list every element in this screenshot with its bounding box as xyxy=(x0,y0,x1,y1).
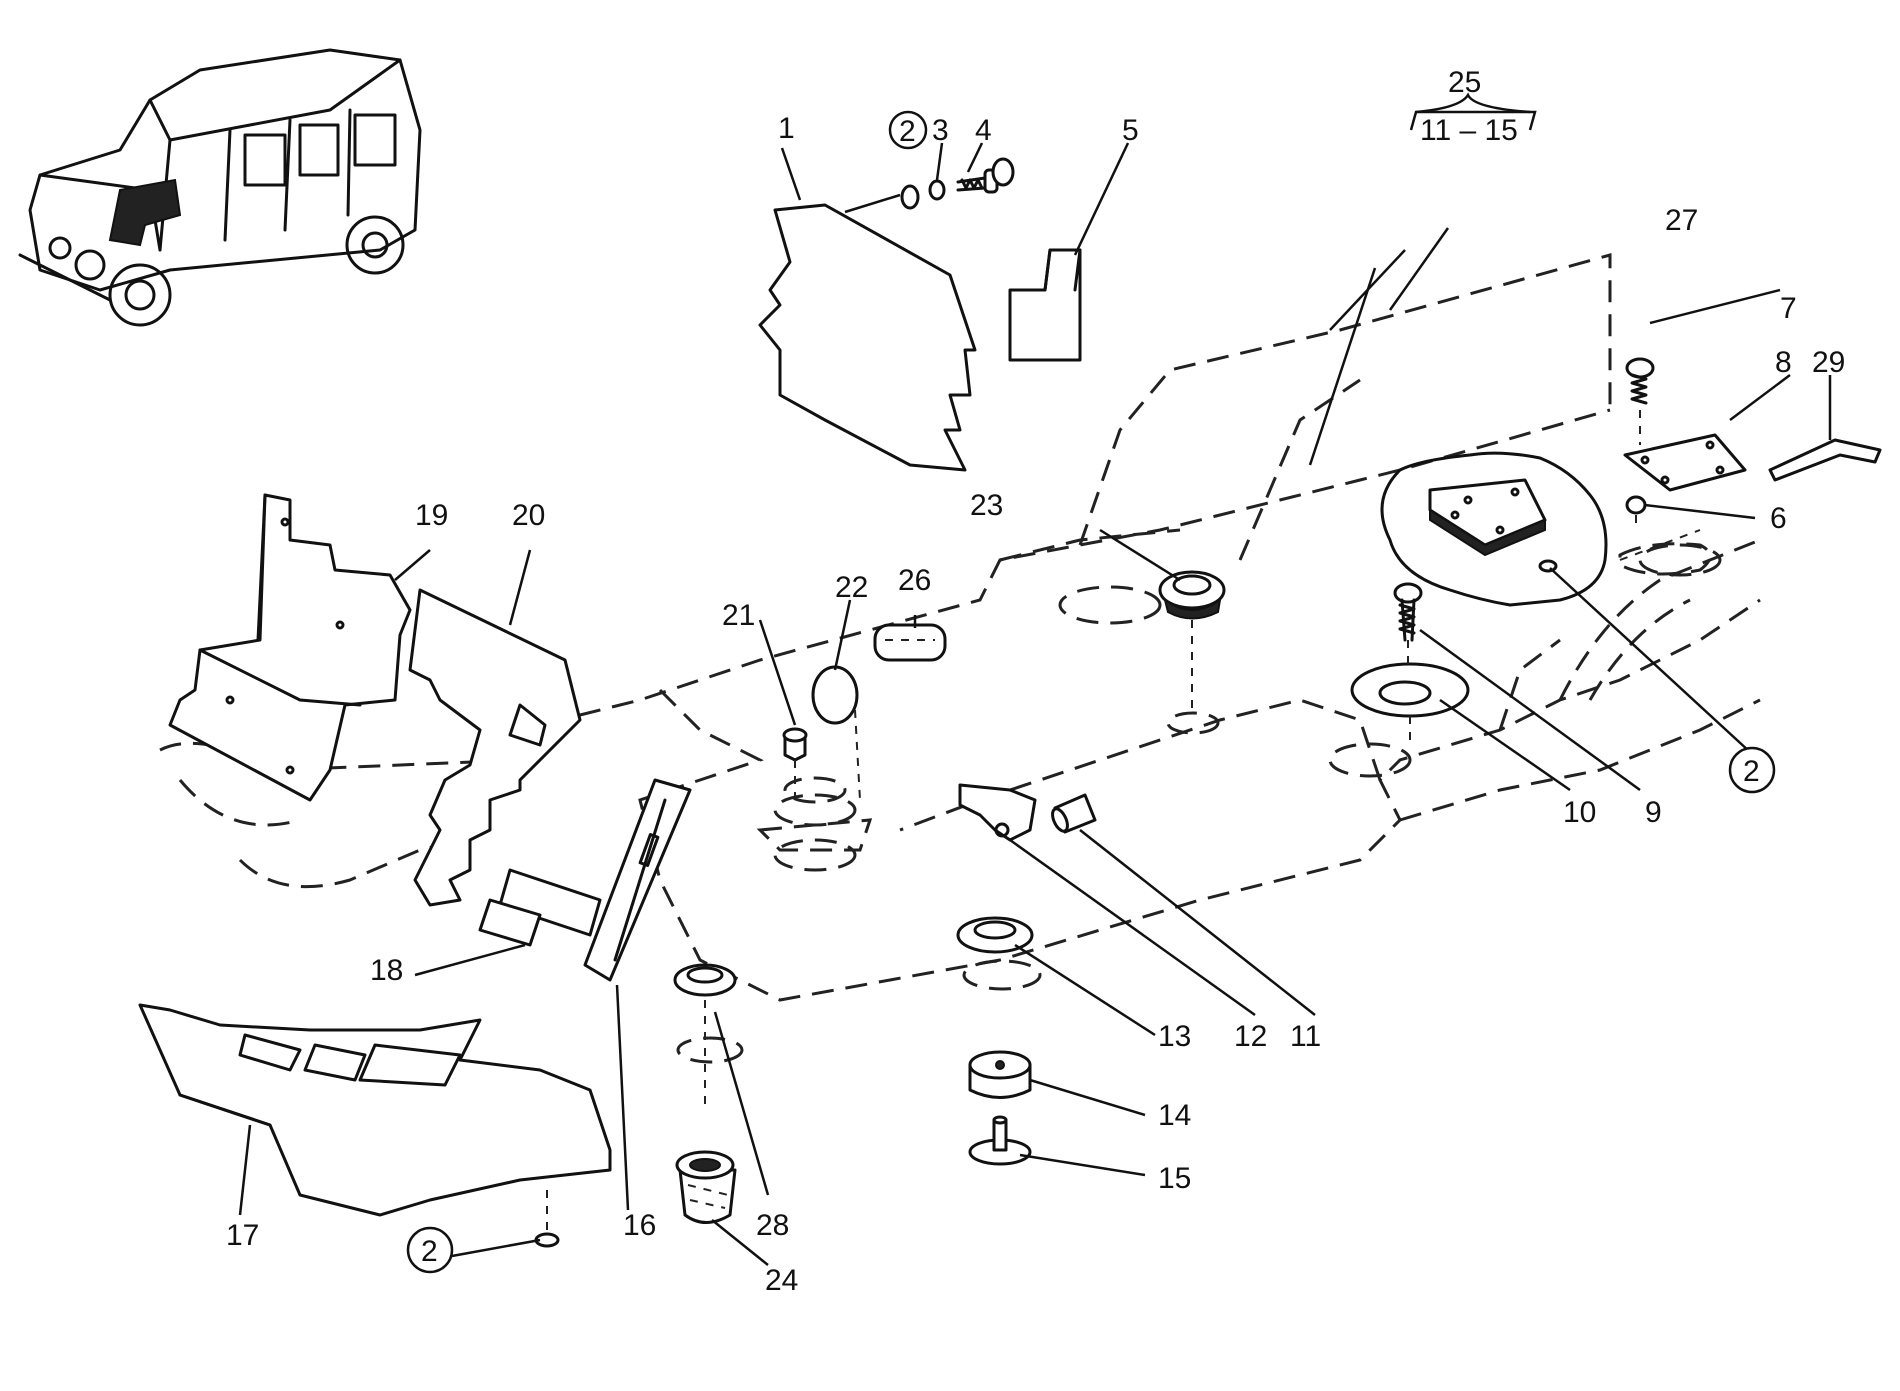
vehicle-thumbnail xyxy=(18,48,422,327)
label-11: 11 xyxy=(1290,1020,1321,1053)
part-2-washer-lower xyxy=(534,1190,560,1248)
part-16-strip xyxy=(583,778,692,982)
label-19: 19 xyxy=(415,499,448,532)
label-2-top: 2 xyxy=(899,115,916,148)
leader-lines xyxy=(238,92,1832,1266)
callout-circle-2-bottom xyxy=(406,1226,454,1274)
part-8-cover-plate xyxy=(1623,433,1747,492)
part-5-bracket xyxy=(1008,248,1082,362)
callout-circle-2-right xyxy=(1728,746,1776,794)
part-27-cover-pad xyxy=(1380,451,1608,607)
label-12: 12 xyxy=(1234,1020,1267,1053)
parts-21-22-26-plugs xyxy=(756,623,947,852)
parts-2-3-4-hardware xyxy=(900,157,1015,210)
part-9-screw xyxy=(1393,582,1423,665)
label-13: 13 xyxy=(1158,1020,1191,1053)
label-1: 1 xyxy=(778,112,795,145)
label-20: 20 xyxy=(512,499,545,532)
label-24: 24 xyxy=(765,1264,798,1297)
part-23-grommet xyxy=(1158,570,1226,710)
label-4: 4 xyxy=(975,114,992,147)
label-6: 6 xyxy=(1770,502,1787,535)
label-29: 29 xyxy=(1812,346,1845,379)
label-10: 10 xyxy=(1563,796,1596,829)
label-28: 28 xyxy=(756,1209,789,1242)
label-16: 16 xyxy=(623,1209,656,1242)
label-2-right: 2 xyxy=(1743,755,1760,788)
label-22: 22 xyxy=(835,571,868,604)
label-3: 3 xyxy=(932,114,949,147)
part-17-underbody-shield xyxy=(138,1003,612,1217)
part-1-insulation-panel xyxy=(758,193,977,472)
label-7: 7 xyxy=(1780,292,1797,325)
highlight-area xyxy=(108,178,182,247)
callout-circle-2-top xyxy=(888,110,928,150)
label-27: 27 xyxy=(1665,204,1698,237)
part-13-grommet xyxy=(956,916,1034,954)
part-24-plug xyxy=(675,1150,737,1224)
part-7-screw xyxy=(1625,357,1655,445)
label-5: 5 xyxy=(1122,114,1139,147)
part-20-insulation-mat xyxy=(408,588,582,907)
label-23: 23 xyxy=(970,489,1003,522)
label-9: 9 xyxy=(1645,796,1662,829)
part-29-hex-key xyxy=(1768,438,1882,482)
label-26: 26 xyxy=(898,564,931,597)
part-10-plate xyxy=(1350,662,1470,745)
label-17: 17 xyxy=(226,1219,259,1252)
parts-11-12-mount xyxy=(958,783,1097,842)
label-8: 8 xyxy=(1775,346,1792,379)
label-25: 25 xyxy=(1448,66,1481,99)
part-15-pin-plate xyxy=(968,1115,1032,1166)
label-18: 18 xyxy=(370,954,403,987)
part-18-insulation-pad xyxy=(478,868,602,947)
callout-labels: 1 2 3 4 5 25 11 – 15 27 7 8 29 6 2 10 9 … xyxy=(226,66,1845,1297)
label-21: 21 xyxy=(722,599,755,632)
label-15: 15 xyxy=(1158,1162,1191,1195)
label-2-bottom: 2 xyxy=(421,1235,438,1268)
label-25-range: 11 – 15 xyxy=(1420,114,1518,147)
part-19-floor-panel xyxy=(168,493,412,802)
part-28-grommet xyxy=(673,963,737,1110)
part-14-rubber-mount xyxy=(968,1050,1032,1099)
label-14: 14 xyxy=(1158,1099,1191,1132)
